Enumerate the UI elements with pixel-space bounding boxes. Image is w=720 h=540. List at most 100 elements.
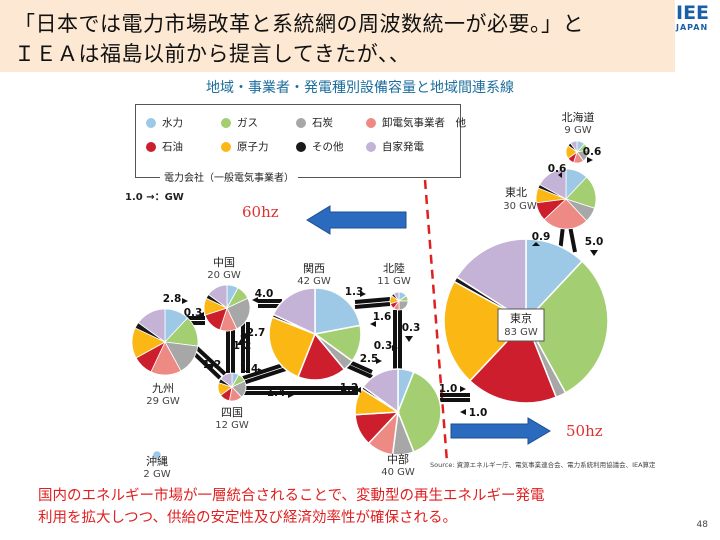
link-label-18: 2.8: [163, 293, 182, 305]
frequency-divider-line: [423, 179, 449, 463]
region-cap-kyushu: 29 GW: [146, 396, 180, 407]
region-name-hokkaido: 北海道: [562, 110, 595, 124]
link-label-7: 1.3: [345, 286, 364, 298]
legend-label-coal: 石炭: [312, 117, 333, 129]
link-label-15: 1.4: [240, 363, 259, 375]
legend-item-gas: ガス: [221, 115, 258, 130]
source-note: Source: 資源エネルギー庁、電気事業連合会、電力系統利用協議会、IEA算定: [430, 461, 656, 469]
kansai-slice-7: [272, 287, 316, 336]
conclusion-line-1: 国内のエネルギー市場が一層統合されることで、変動型の再生エネルギー発電: [38, 488, 545, 504]
title-banner: 「日本では電力市場改革と系統網の周波数統一が必要。」と ＩＥＡは福島以前から提言…: [0, 0, 675, 72]
iee-japan-logo: IEE JAPAN: [676, 3, 718, 32]
unit-note: 1.0 →：GW: [125, 192, 184, 203]
region-name-kyushu: 九州: [152, 382, 174, 395]
tokyo-slice-1: [525, 260, 609, 394]
kansai-slice-0: [314, 287, 362, 335]
link-label-3: 5.0: [585, 236, 604, 248]
diagram-subtitle: 地域・事業者・発電種別設備容量と地域間連系線: [206, 80, 514, 96]
legend-dot-gas: [221, 117, 231, 128]
link-label-10: 0.3: [374, 340, 393, 352]
region-name-kansai: 関西: [303, 262, 325, 275]
legend-dot-coal: [296, 117, 306, 128]
link-arrowheads: [182, 157, 598, 415]
region-labels: 北海道 9 GW 東北 30 GW 東京 83 GW 中部 40 GW 北陸 1…: [143, 110, 594, 480]
region-cap-tohoku: 30 GW: [503, 201, 537, 212]
legend-label-gas: ガス: [237, 117, 258, 129]
hokuriku-slice-7: [393, 291, 400, 303]
link-label-6: 4.0: [255, 288, 274, 300]
chugoku-slice-7: [207, 284, 228, 309]
west-arrow-60hz: [306, 205, 407, 235]
pie-tohoku: [535, 168, 597, 230]
legend-label-wholesale: 卸電気事業者 他: [382, 117, 466, 129]
link-label-11: 2.5: [360, 353, 379, 365]
region-name-chubu: 中部: [387, 452, 409, 466]
legend-label-oil: 石油: [162, 141, 183, 153]
link-label-8: 1.6: [373, 311, 392, 323]
pie-kyushu: [131, 308, 199, 376]
legend-label-other: その他: [312, 141, 344, 153]
title-line-1: 「日本では電力市場改革と系統網の周波数統一が必要。」と: [14, 12, 584, 36]
legend-dot-nuclear: [221, 141, 231, 152]
link-label-9: 0.3: [402, 322, 421, 334]
pie-kansai: [268, 287, 362, 381]
link-label-14: 1.2: [233, 340, 252, 352]
region-cap-chubu: 40 GW: [381, 467, 415, 478]
region-cap-shikoku: 12 GW: [215, 420, 249, 431]
pie-chugoku: [203, 284, 251, 332]
tohoku-slice-3: [543, 198, 588, 230]
legend-item-wholesale: 卸電気事業者 他: [366, 115, 466, 130]
legend-caption: 電力会社（一般電気事業者）: [160, 169, 298, 184]
pie-chubu: [354, 368, 442, 456]
link-label-13: 2.7: [247, 327, 266, 339]
conclusion-line-2: 利用を拡大しつつ、供給の安定性及び経済効率性が確保される。: [38, 510, 458, 526]
legend-label-nuclear: 原子力: [237, 141, 269, 153]
tokyo-slice-5: [443, 280, 528, 382]
legend-label-selfgen: 自家発電: [382, 141, 424, 153]
hokkaido-slice-7: [569, 140, 578, 154]
hokuriku-slice-2: [398, 300, 409, 311]
pie-hokuriku: [389, 291, 409, 311]
label-50hz: 50hz: [566, 422, 603, 440]
legend-dot-hydro: [146, 117, 156, 128]
label-60hz: 60hz: [242, 203, 279, 221]
region-name-hokuriku: 北陸: [383, 262, 405, 275]
tohoku-slice-7: [539, 168, 567, 200]
region-name-tokyo: 東京: [510, 311, 532, 325]
legend-dot-other: [296, 141, 306, 152]
tokyo-label-box: [497, 308, 545, 342]
title-line-2: ＩＥＡは福島以前から提言してきたが、、: [14, 42, 411, 66]
shikoku-slice-7: [220, 372, 233, 388]
tokyo-slice-7: [455, 238, 527, 323]
link-label-5: 1.0: [469, 407, 488, 419]
legend-dot-oil: [146, 141, 156, 152]
link-label-2: 0.9: [532, 231, 551, 243]
legend-dot-selfgen: [366, 141, 376, 152]
region-name-shikoku: 四国: [221, 406, 243, 419]
link-label-16: 1.4: [267, 387, 286, 399]
tokyo-slice-4: [468, 319, 558, 404]
chubu-slice-1: [397, 371, 442, 453]
logo-sub-text: JAPAN: [676, 23, 709, 32]
legend-label-hydro: 水力: [162, 117, 183, 129]
legend-item-selfgen: 自家発電: [366, 139, 424, 154]
link-label-19: 0.3: [184, 307, 203, 319]
pie-shikoku: [217, 372, 247, 402]
kansai-slice-4: [297, 332, 346, 381]
region-cap-kansai: 42 GW: [297, 276, 331, 287]
legend-item-other: その他: [296, 139, 344, 154]
link-label-0: 0.6: [548, 163, 567, 175]
legend-item-nuclear: 原子力: [221, 139, 269, 154]
page-number: 48: [696, 520, 708, 530]
region-cap-tokyo: 83 GW: [504, 327, 538, 338]
legend-item-coal: 石炭: [296, 115, 333, 130]
legend-box: 水力 ガス 石炭 卸電気事業者 他 石油 原子力 その他 自家発電: [135, 104, 466, 178]
region-name-okinawa: 沖縄: [146, 454, 168, 468]
legend-dot-wholesale: [366, 117, 376, 128]
region-cap-chugoku: 20 GW: [207, 270, 241, 281]
legend-item-oil: 石油: [146, 139, 183, 154]
region-name-tohoku: 東北: [505, 186, 527, 199]
link-label-4: 1.0: [439, 383, 458, 395]
link-label-1: 0.6: [583, 146, 602, 158]
